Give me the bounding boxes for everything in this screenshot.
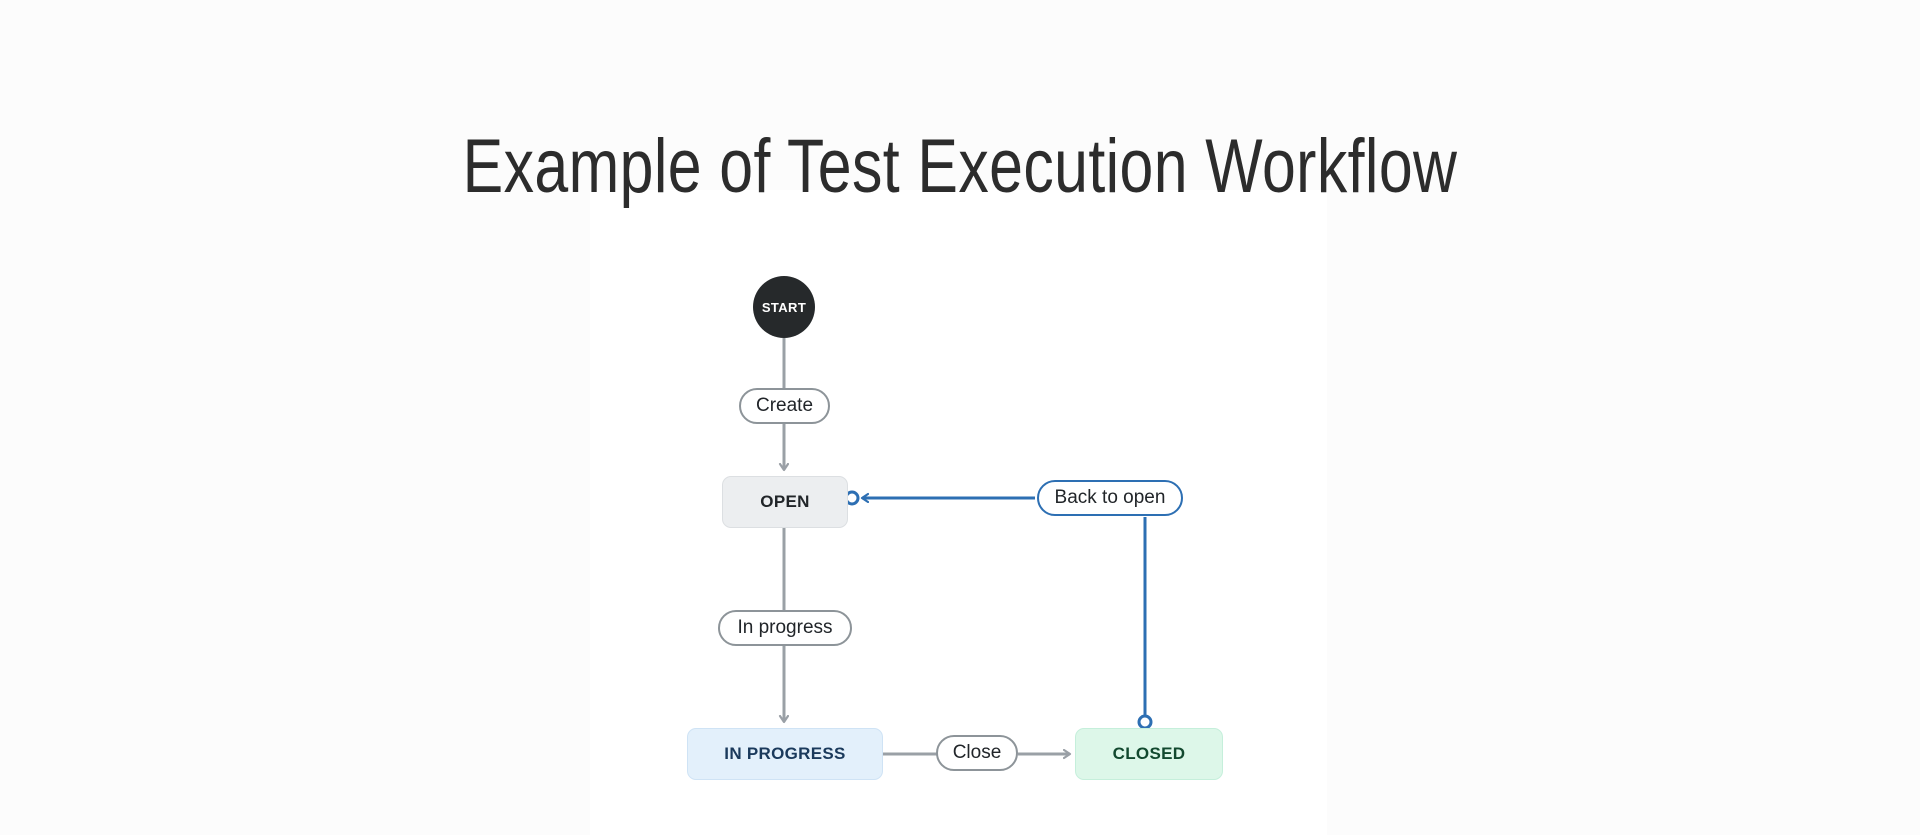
transition-label-in-progress[interactable]: In progress	[718, 610, 852, 646]
state-node-in-progress[interactable]: IN PROGRESS	[687, 728, 883, 780]
transition-label-close[interactable]: Close	[936, 735, 1018, 771]
state-node-closed[interactable]: CLOSED	[1075, 728, 1223, 780]
edge-source-dot-closed	[1137, 714, 1153, 730]
state-node-open[interactable]: OPEN	[722, 476, 848, 528]
transition-label-create[interactable]: Create	[739, 388, 830, 424]
diagram-panel	[590, 190, 1327, 835]
state-node-start[interactable]: START	[753, 276, 815, 338]
transition-label-back-to-open[interactable]: Back to open	[1037, 480, 1183, 516]
page-title: Example of Test Execution Workflow	[462, 123, 1458, 209]
